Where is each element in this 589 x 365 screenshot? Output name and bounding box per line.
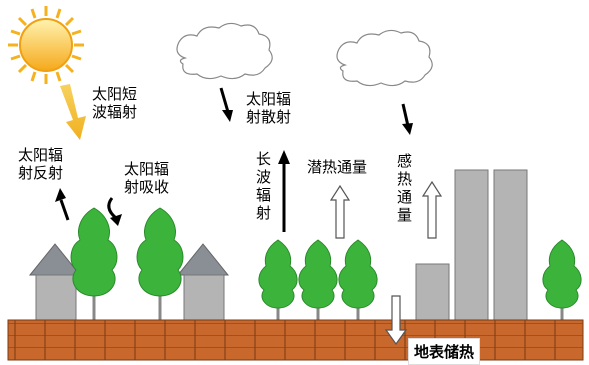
tree-icon <box>542 239 582 320</box>
absorb-arrow <box>107 197 122 226</box>
tree-icon <box>136 207 184 320</box>
scatter-arrow <box>219 87 233 122</box>
sun-icon <box>8 6 84 84</box>
longwave-arrow <box>278 150 290 232</box>
cloud-icon <box>336 29 433 87</box>
tree-icon <box>70 207 118 320</box>
ground-storage-label: 地表储热 <box>408 338 481 365</box>
building-short <box>415 263 450 322</box>
cloud-icon <box>176 22 273 80</box>
sensible-flux-arrow <box>421 180 443 239</box>
sensible-flux-label: 感热通量 <box>397 152 413 224</box>
building-tall-1 <box>454 169 489 322</box>
latent-flux-label: 潜热通量 <box>307 158 368 176</box>
solar-scatter-label: 太阳辐射散射 <box>246 90 292 126</box>
house-right <box>176 243 230 322</box>
tree-icon <box>258 239 298 320</box>
solar-reflect-label: 太阳辐射反射 <box>18 146 64 182</box>
ground-soil <box>7 319 584 361</box>
longwave-label: 长波辐射 <box>256 150 272 222</box>
solar-shortwave-label: 太阳短波辐射 <box>92 85 138 121</box>
scatter-arrow <box>401 103 413 135</box>
tree-icon <box>338 239 378 320</box>
shortwave-arrow <box>60 84 86 140</box>
solar-absorb-label: 太阳辐射吸收 <box>124 160 170 196</box>
ground-storage-arrow <box>384 295 408 346</box>
tree-icon <box>298 239 338 320</box>
building-tall-2 <box>493 169 528 322</box>
reflect-arrow <box>55 188 70 221</box>
latent-flux-arrow <box>329 184 351 239</box>
